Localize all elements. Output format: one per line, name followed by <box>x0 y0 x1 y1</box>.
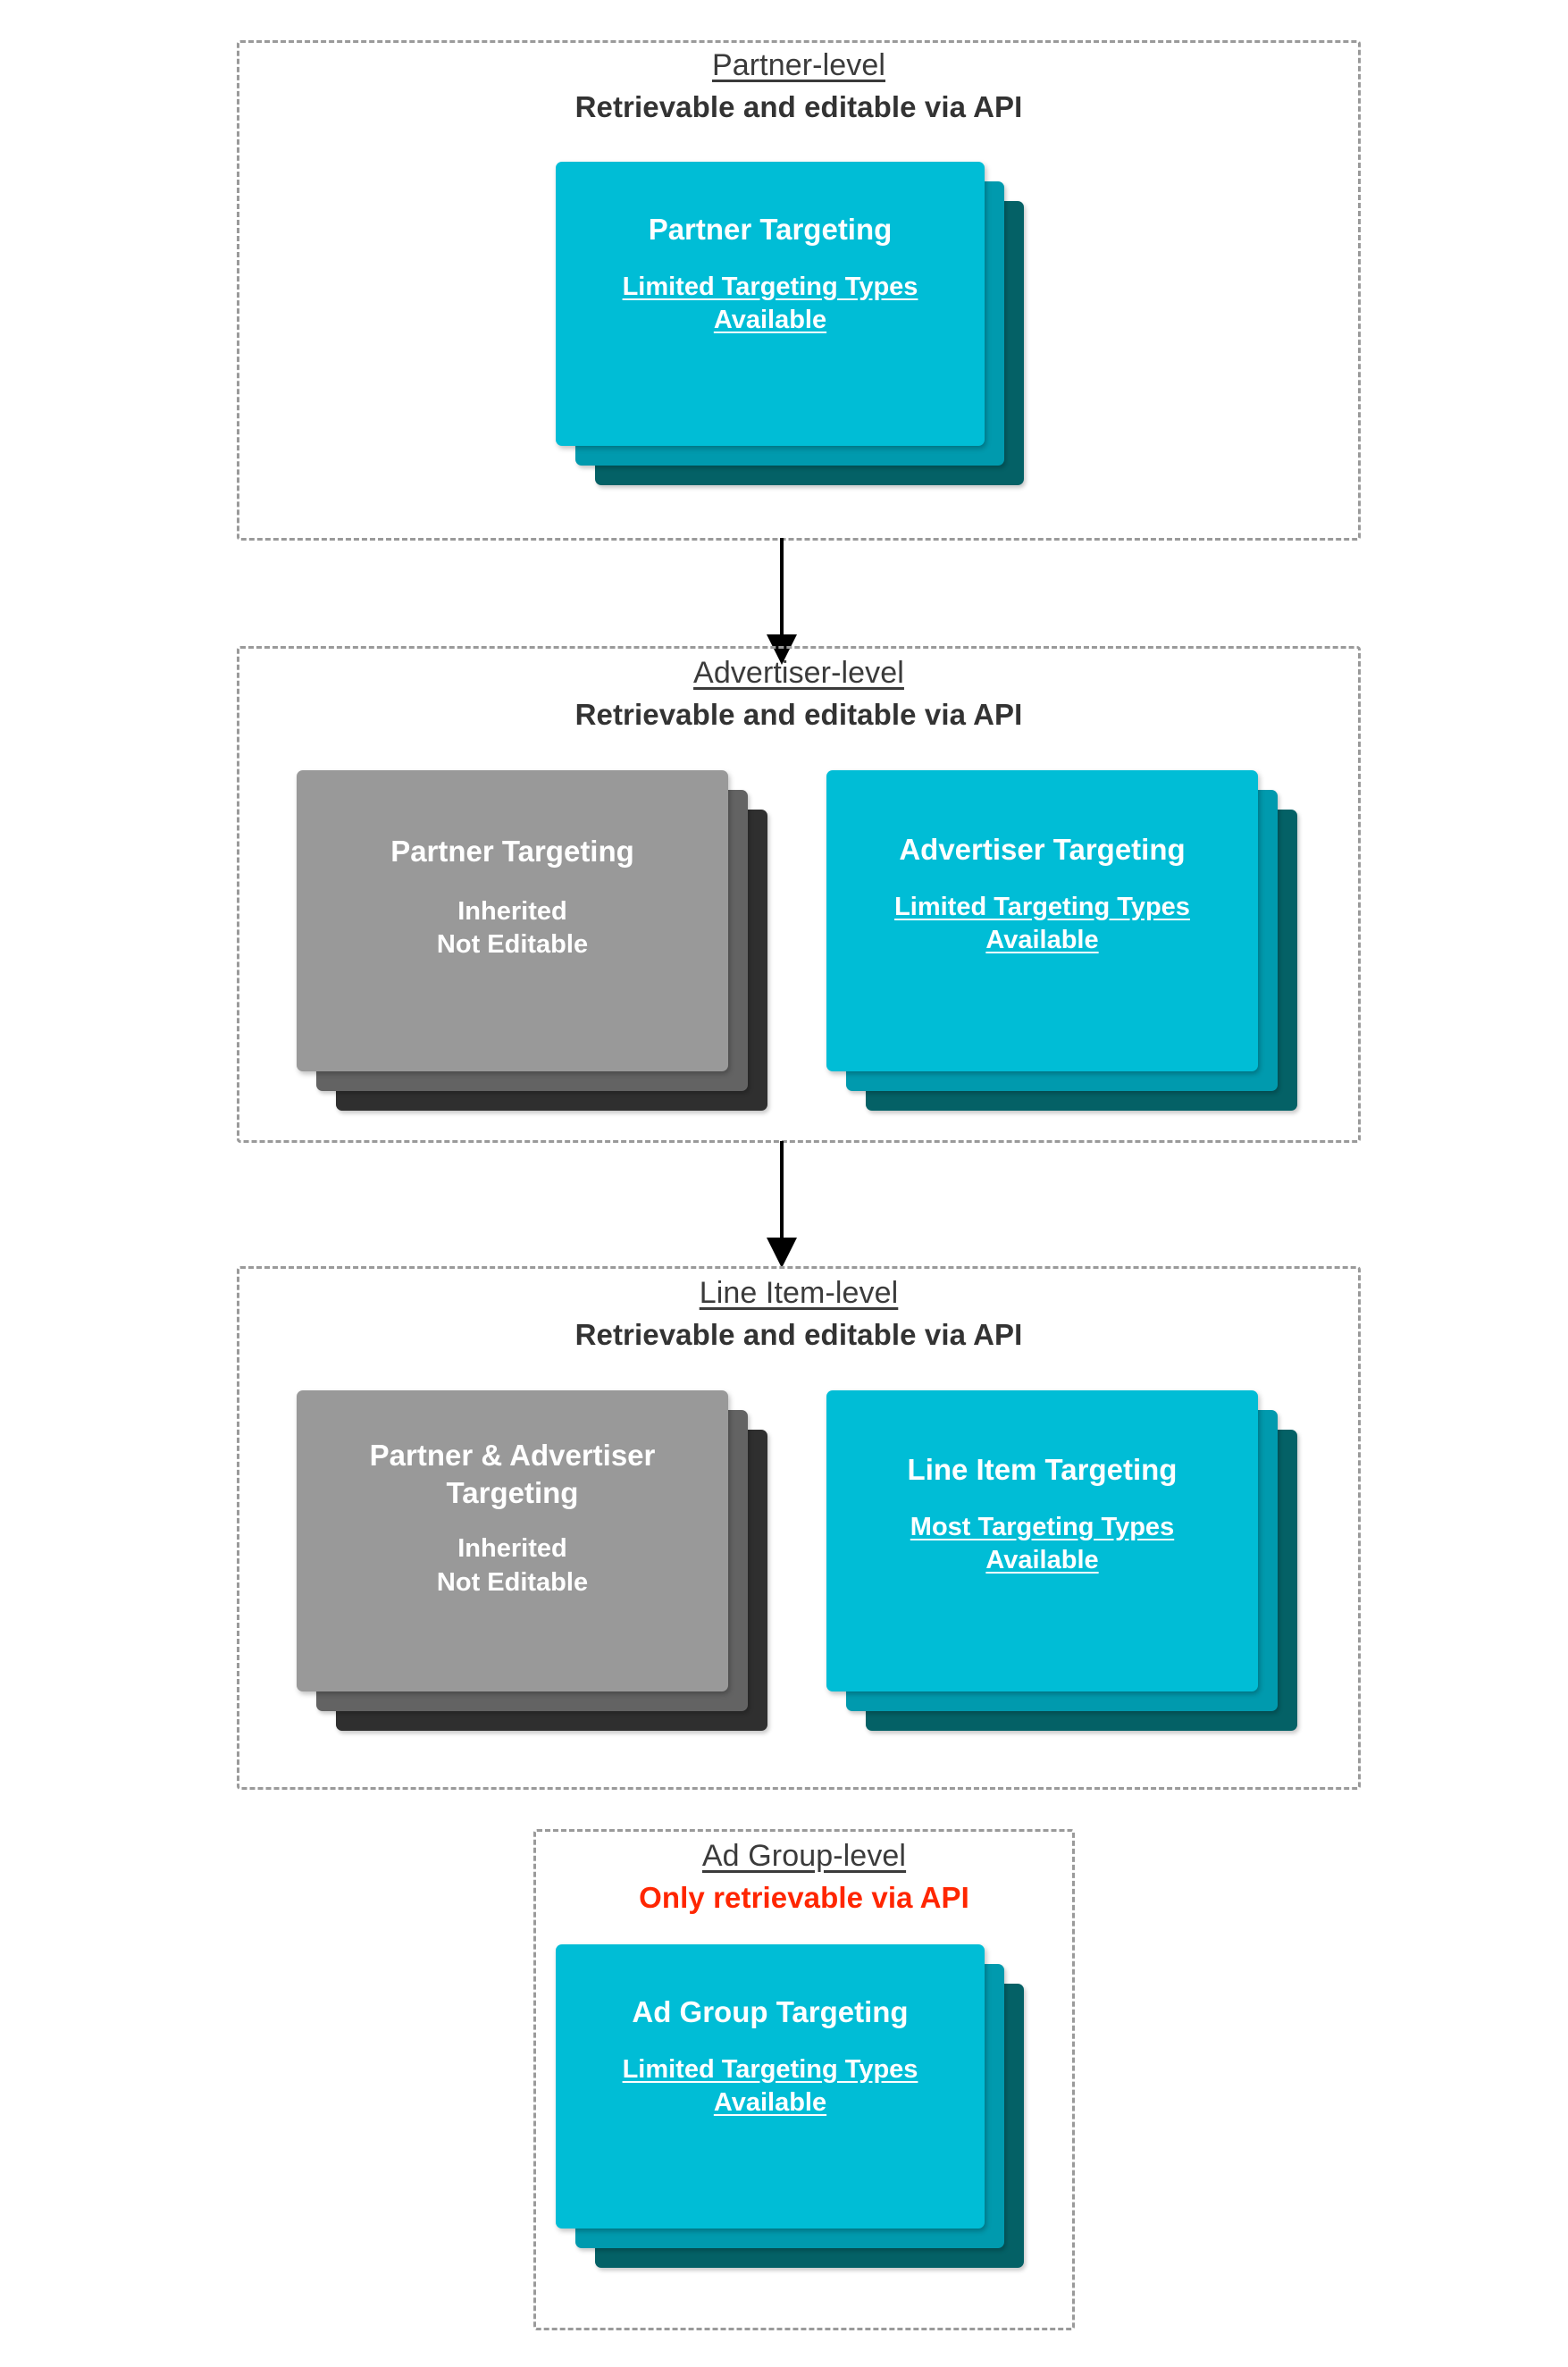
card-note-line-2: Available <box>713 2088 827 2118</box>
card-note-line-1: Inherited <box>457 896 567 926</box>
level-title-partner: Partner-level <box>711 48 886 82</box>
level-box-partner <box>237 40 1361 541</box>
card-stack-line-item-inherited: Partner & Advertiser Targeting Inherited… <box>297 1390 767 1731</box>
card-note: Limited Targeting Types Available <box>882 891 1203 958</box>
card-note-line-2: Available <box>985 1546 1099 1575</box>
level-heading-line-item: Line Item-level Retrievable and editable… <box>237 1275 1361 1354</box>
card-note: Inherited Not Editable <box>424 1532 600 1599</box>
card-stack-advertiser-targeting: Advertiser Targeting Limited Targeting T… <box>826 770 1297 1111</box>
level-heading-advertiser: Advertiser-level Retrievable and editabl… <box>237 655 1361 734</box>
connector-advertiser-to-line-item <box>767 1141 797 1268</box>
level-title-ad-group: Ad Group-level <box>701 1839 907 1873</box>
level-box-ad-group <box>533 1829 1075 2330</box>
card-note-line-1: Limited Targeting Types <box>622 272 918 301</box>
card-note-line-2: Available <box>985 926 1099 955</box>
card-note-line-1: Most Targeting Types <box>910 1512 1175 1541</box>
card-title-line-2: Targeting <box>446 1475 579 1509</box>
card-note-line-1: Inherited <box>457 1534 567 1564</box>
card-note-line-1: Limited Targeting Types <box>894 892 1190 921</box>
card-note: Limited Targeting Types Available <box>610 271 931 338</box>
card-note: Most Targeting Types Available <box>898 1511 1186 1578</box>
connector-arrowhead <box>767 1238 797 1268</box>
level-subtitle-partner: Retrievable and editable via API <box>574 90 1023 124</box>
card-note-line-1: Limited Targeting Types <box>622 2054 918 2084</box>
card-title-line-1: Partner & Advertiser <box>369 1439 656 1472</box>
level-subtitle-advertiser: Retrievable and editable via API <box>574 698 1023 732</box>
card-title: Line Item Targeting <box>907 1453 1178 1486</box>
connector-line <box>780 1141 784 1241</box>
card-line-item-targeting[interactable]: Line Item Targeting Most Targeting Types… <box>826 1390 1258 1691</box>
level-heading-ad-group: Ad Group-level Only retrievable via API <box>533 1838 1075 1917</box>
card-stack-advertiser-inherited: Partner Targeting Inherited Not Editable <box>297 770 767 1111</box>
card-title: Partner Targeting <box>390 835 634 868</box>
card-stack-ad-group-targeting: Ad Group Targeting Limited Targeting Typ… <box>556 1944 1024 2268</box>
level-title-advertiser: Advertiser-level <box>693 656 904 690</box>
card-title: Partner Targeting <box>648 213 893 246</box>
level-subtitle-line-item: Retrievable and editable via API <box>574 1318 1023 1352</box>
card-stack-partner-targeting: Partner Targeting Limited Targeting Type… <box>556 162 1024 485</box>
card-ad-group-targeting[interactable]: Ad Group Targeting Limited Targeting Typ… <box>556 1944 985 2229</box>
card-title: Ad Group Targeting <box>632 1995 909 2028</box>
level-title-line-item: Line Item-level <box>699 1276 899 1310</box>
card-note-line-2: Available <box>713 306 827 335</box>
card-inherited-partner-targeting[interactable]: Partner Targeting Inherited Not Editable <box>297 770 728 1071</box>
level-box-line-item <box>237 1266 1361 1790</box>
level-box-advertiser <box>237 646 1361 1143</box>
level-subtitle-ad-group: Only retrievable via API <box>639 1881 969 1915</box>
connector-arrowhead <box>767 634 797 665</box>
card-note: Inherited Not Editable <box>424 895 600 962</box>
card-partner-targeting[interactable]: Partner Targeting Limited Targeting Type… <box>556 162 985 446</box>
connector-line <box>780 538 784 638</box>
card-note: Limited Targeting Types Available <box>610 2053 931 2120</box>
card-stack-line-item-targeting: Line Item Targeting Most Targeting Types… <box>826 1390 1297 1731</box>
card-note-line-2: Not Editable <box>436 930 589 960</box>
connector-partner-to-advertiser <box>767 538 797 665</box>
level-heading-partner: Partner-level Retrievable and editable v… <box>237 47 1361 126</box>
card-inherited-partner-advertiser-targeting[interactable]: Partner & Advertiser Targeting Inherited… <box>297 1390 728 1691</box>
card-title: Partner & Advertiser Targeting <box>354 1437 672 1511</box>
card-title: Advertiser Targeting <box>899 833 1186 866</box>
card-note-line-2: Not Editable <box>436 1567 589 1597</box>
card-advertiser-targeting[interactable]: Advertiser Targeting Limited Targeting T… <box>826 770 1258 1071</box>
